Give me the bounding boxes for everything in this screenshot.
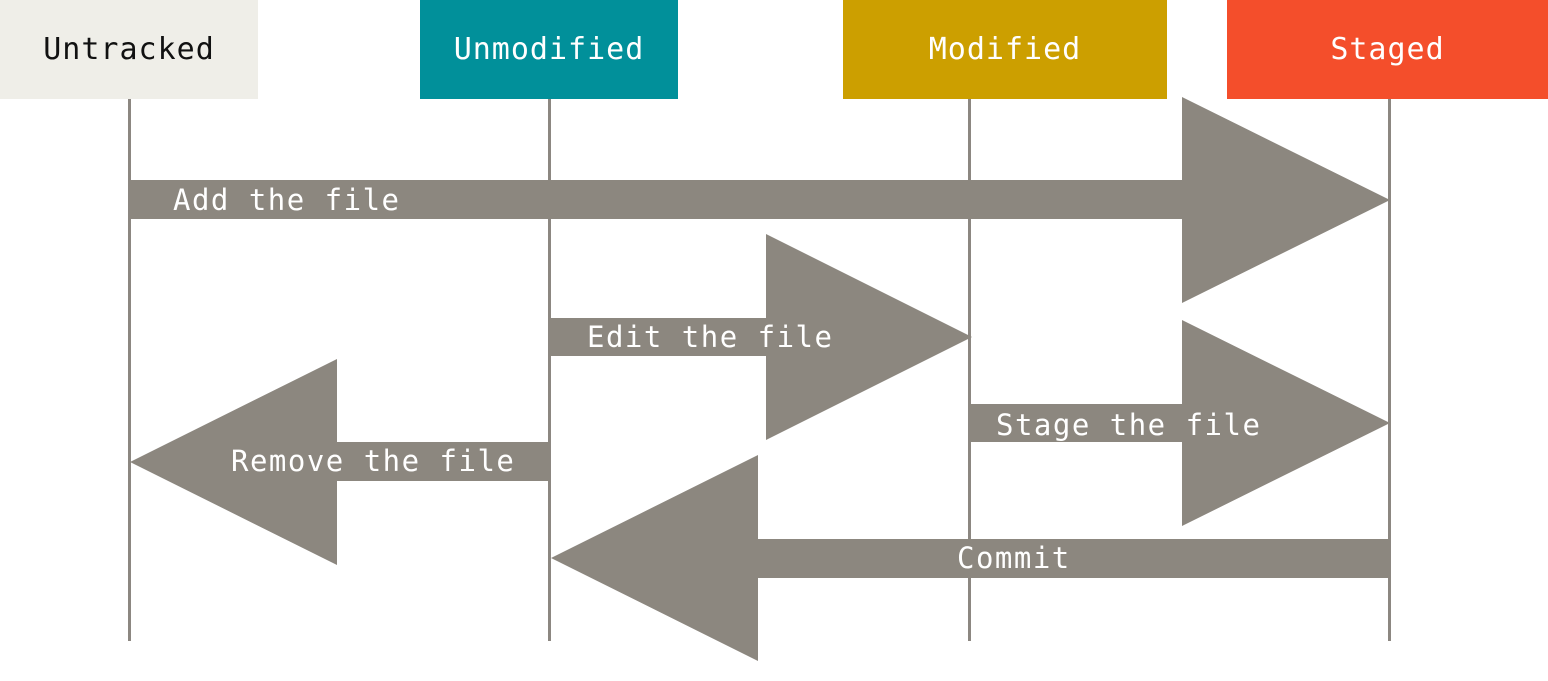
lifeline-staged (1388, 99, 1391, 641)
arrow-edit-the-file-shape (550, 234, 972, 440)
state-unmodified: Unmodified (420, 0, 678, 99)
state-modified: Modified (843, 0, 1167, 99)
arrow-add-the-file-shape (130, 97, 1390, 303)
state-unmodified-label: Unmodified (453, 32, 645, 67)
arrow-add-the-file-label: Add the file (173, 183, 401, 217)
lifeline-modified (968, 99, 971, 641)
state-staged: Staged (1227, 0, 1548, 99)
arrow-stage-the-file: Stage the file (970, 320, 1390, 526)
arrow-remove-the-file-shape (130, 359, 550, 565)
arrow-stage-the-file-label: Stage the file (996, 408, 1261, 442)
arrow-remove-the-file-label: Remove the file (231, 444, 515, 478)
arrow-add-the-file: Add the file (130, 97, 1390, 303)
arrow-commit: Commit (551, 455, 1390, 661)
arrow-remove-the-file: Remove the file (130, 359, 550, 565)
arrow-commit-shape (551, 455, 1390, 661)
arrow-stage-the-file-shape (970, 320, 1390, 526)
state-staged-label: Staged (1330, 32, 1445, 67)
state-modified-label: Modified (928, 32, 1082, 67)
lifeline-unmodified (548, 99, 551, 641)
arrow-commit-label: Commit (957, 541, 1071, 575)
lifeline-untracked (128, 99, 131, 641)
arrow-edit-the-file: Edit the file (550, 234, 972, 440)
state-untracked-label: Untracked (43, 32, 215, 67)
arrow-edit-the-file-label: Edit the file (587, 320, 833, 354)
state-untracked: Untracked (0, 0, 258, 99)
